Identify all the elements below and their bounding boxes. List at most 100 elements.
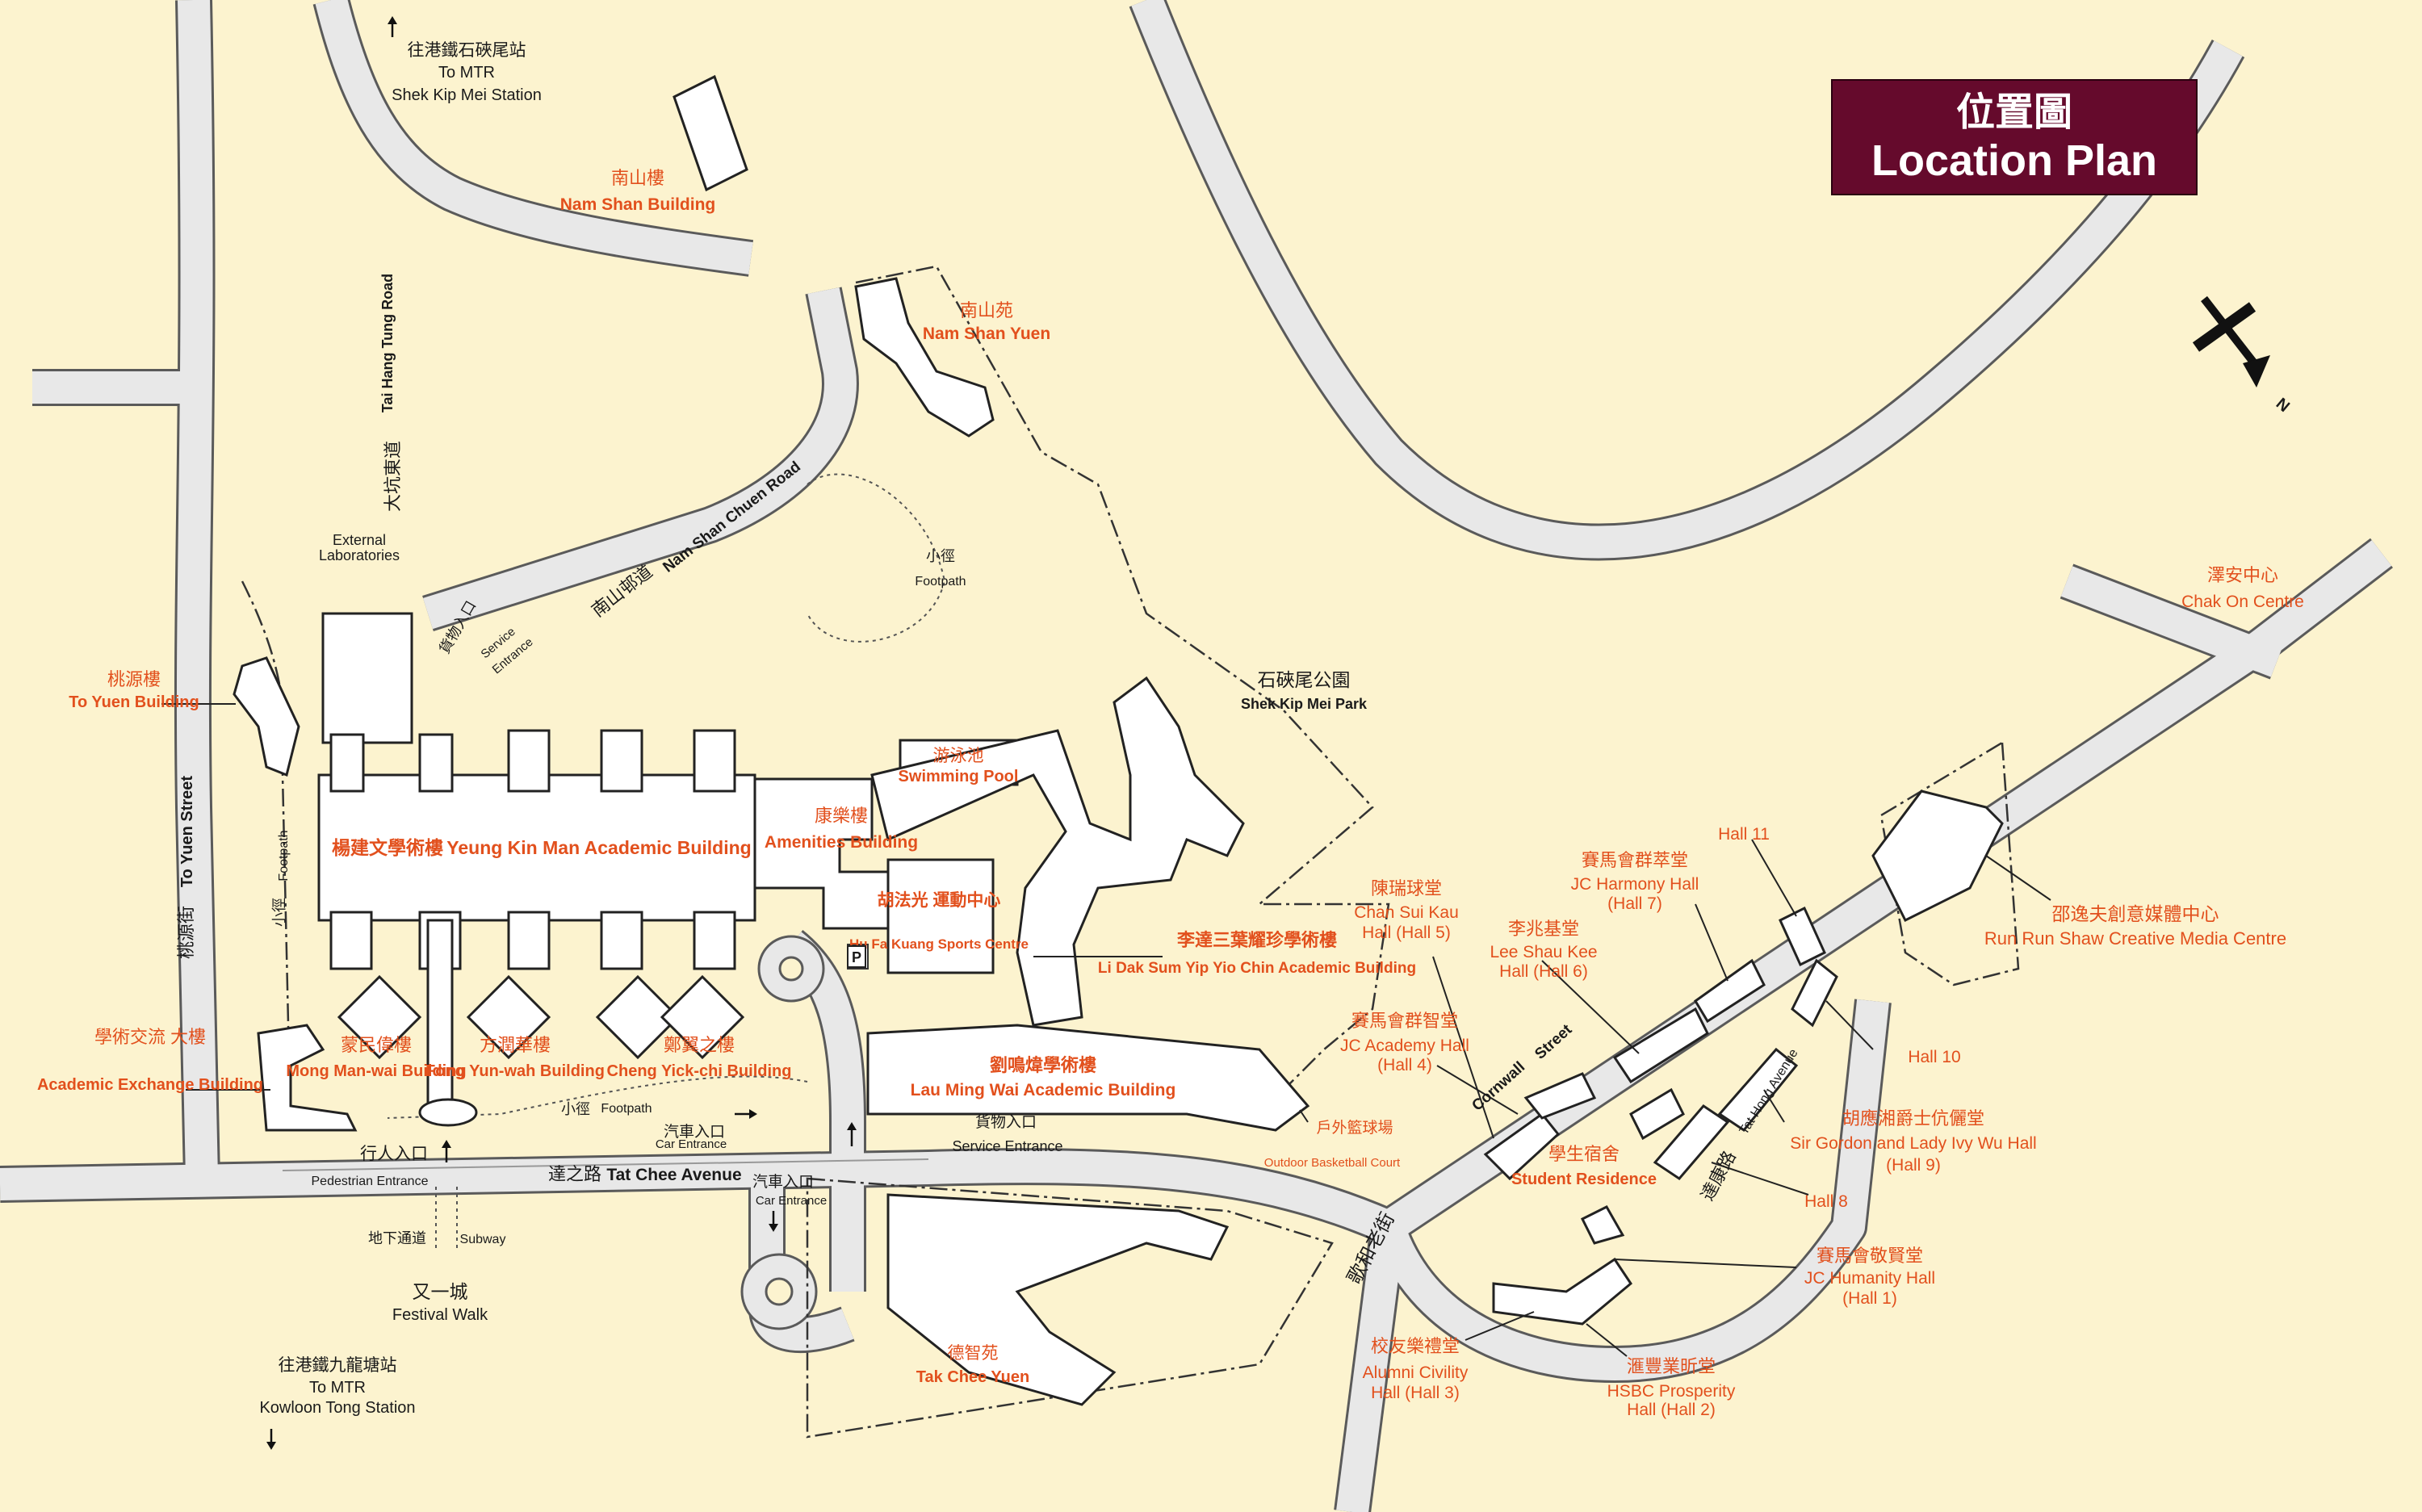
lee-shau-kee-en1: Lee Shau Kee <box>1490 943 1597 961</box>
alumni-civility-en2: Hall (Hall 3) <box>1371 1384 1460 1402</box>
nam-shan-building-zh: 南山樓 <box>611 168 664 188</box>
pedestrian-en: Pedestrian Entrance <box>312 1175 429 1188</box>
mtr-skm-zh: 往港鐵石硤尾站 <box>408 41 526 60</box>
alumni-civility-zh: 校友樂禮堂 <box>1371 1336 1460 1356</box>
tat-chee-zh: 達之路 <box>548 1164 601 1184</box>
car-south-zh: 汽車入口 <box>752 1173 814 1191</box>
hsbc-prosperity-en2: Hall (Hall 2) <box>1627 1401 1716 1419</box>
li-dak-sum-zh: 李達三葉耀珍學術樓 <box>1176 930 1337 950</box>
jc-humanity-en1: JC Humanity Hall <box>1804 1269 1935 1288</box>
tat-chee-en: Tat Chee Avenue <box>606 1166 741 1184</box>
shek-kip-mei-park-zh: 石硤尾公園 <box>1258 669 1351 690</box>
sir-gordon-zh: 胡應湘爵士伉儷堂 <box>1842 1108 1984 1129</box>
pedestrian-zh: 行人入口 <box>360 1145 428 1163</box>
hsbc-prosperity-en1: HSBC Prosperity <box>1607 1382 1736 1401</box>
cheng-yick-chi-en: Cheng Yick-chi Building <box>607 1062 792 1080</box>
chan-sui-kau-zh: 陳瑞球堂 <box>1371 878 1442 898</box>
rrs-creative-media-footprint <box>1871 790 2004 923</box>
li-dak-sum-footprint <box>870 676 1245 1027</box>
rrs-creative-media-zh: 邵逸夫創意媒體中心 <box>2052 903 2219 924</box>
footpath-south-en: Footpath <box>601 1102 652 1116</box>
sir-gordon-en1: Sir Gordon and Lady Ivy Wu Hall <box>1790 1134 2036 1153</box>
hall-footprints <box>1483 906 1838 1326</box>
tai-hang-tung-zh: 大坑東道 <box>383 441 403 512</box>
rrs-creative-media-en: Run Run Shaw Creative Media Centre <box>1984 928 2286 949</box>
title-zh: 位置圖 <box>1955 90 2072 135</box>
to-yuen-zh: 桃源樓 <box>107 669 161 689</box>
academic-exchange-en: Academic Exchange Building <box>37 1076 263 1094</box>
nam-shan-building-en: Nam Shan Building <box>560 195 716 214</box>
nam-shan-yuen-footprint <box>854 277 995 438</box>
academic-exchange-footprint <box>257 1024 358 1132</box>
footpath-west-en: Footpath <box>277 830 291 881</box>
hsbc-prosperity-zh: 滙豐業昕堂 <box>1627 1356 1716 1376</box>
hall11-label: Hall 11 <box>1718 825 1770 844</box>
lau-ming-wai-en: Lau Ming Wai Academic Building <box>911 1081 1176 1099</box>
jc-academy-en1: JC Academy Hall <box>1340 1037 1469 1055</box>
nam-shan-yuen-zh: 南山苑 <box>960 300 1013 320</box>
shek-kip-mei-park-en: Shek Kip Mei Park <box>1241 696 1368 712</box>
swimming-pool-en: Swimming Pool <box>899 768 1019 785</box>
mtr-skm-en2: Shek Kip Mei Station <box>392 86 542 104</box>
hu-fa-kuang-zh: 胡法光 運動中心 <box>878 890 1001 910</box>
to-yuen-street-zh: 桃源街 <box>176 906 196 959</box>
mtr-skm-en1: To MTR <box>438 64 495 82</box>
leader-lines <box>161 703 2051 1357</box>
title-en: Location Plan <box>1871 136 2158 185</box>
mong-man-wai-en: Mong Man-wai Building <box>286 1062 466 1080</box>
jc-harmony-zh: 賽馬會群萃堂 <box>1582 850 1688 870</box>
building-footprints <box>233 74 2004 1406</box>
mtr-kt-zh: 往港鐵九龍塘站 <box>279 1356 397 1375</box>
diamond-buildings <box>337 974 745 1060</box>
lee-shau-kee-en2: Hall (Hall 6) <box>1499 962 1588 981</box>
yeung-kin-man-footprint <box>317 612 756 1127</box>
subway-en: Subway <box>460 1233 506 1246</box>
cheng-yick-chi-zh: 鄭翼之樓 <box>664 1035 735 1055</box>
jc-humanity-zh: 賽馬會敬賢堂 <box>1816 1246 1923 1266</box>
hu-fa-kuang-footprint <box>886 858 995 974</box>
nam-shan-yuen-en: Nam Shan Yuen <box>923 325 1050 343</box>
title-box: 位置圖 Location Plan <box>1831 79 2198 195</box>
footpath-west-zh: 小徑 <box>271 898 287 927</box>
footpath-north-en: Footpath <box>915 575 966 588</box>
mtr-kt-en1: To MTR <box>309 1379 366 1397</box>
student-residence-en: Student Residence <box>1511 1171 1657 1188</box>
jc-academy-en2: (Hall 4) <box>1377 1056 1432 1074</box>
fong-yun-wah-zh: 方潤華樓 <box>480 1035 551 1055</box>
external-labs-en2: Laboratories <box>319 547 400 563</box>
tai-hang-tung-en: Tai Hang Tung Road <box>379 274 396 413</box>
chak-on-en: Chak On Centre <box>2181 593 2304 611</box>
amenities-zh: 康樂樓 <box>815 806 868 826</box>
hall8-label: Hall 8 <box>1804 1192 1848 1211</box>
yeung-kin-man-en: Yeung Kin Man Academic Building <box>446 837 751 858</box>
li-dak-sum-en: Li Dak Sum Yip Yio Chin Academic Buildin… <box>1098 960 1416 977</box>
swimming-pool-zh: 游泳池 <box>933 747 984 765</box>
sir-gordon-en2: (Hall 9) <box>1886 1156 1941 1175</box>
place-labels: 石硤尾公園 Shek Kip Mei Park 又一城 Festival Wal… <box>271 532 1368 1324</box>
car-main-en: Car Entrance <box>656 1137 727 1151</box>
building-labels: 南山樓 Nam Shan Building 南山苑 Nam Shan Yuen … <box>37 168 2304 1386</box>
alumni-civility-en1: Alumni Civility <box>1363 1363 1469 1382</box>
jc-harmony-en2: (Hall 7) <box>1607 894 1662 913</box>
nam-shan-building-footprint <box>673 74 748 192</box>
parking: P <box>847 945 866 968</box>
footpath-south-zh: 小徑 <box>561 1101 590 1117</box>
chak-on-zh: 澤安中心 <box>2207 565 2278 585</box>
jc-harmony-en1: JC Harmony Hall <box>1571 875 1699 894</box>
yeung-kin-man-zh: 楊建文學術樓 <box>332 837 443 858</box>
tak-chee-yuen-zh: 德智苑 <box>948 1344 999 1363</box>
service-main-zh: 貨物入口 <box>975 1113 1037 1131</box>
hall10-label: Hall 10 <box>1908 1048 1960 1066</box>
festival-walk-en: Festival Walk <box>392 1306 488 1324</box>
jc-humanity-en2: (Hall 1) <box>1842 1289 1897 1308</box>
festival-walk-zh: 又一城 <box>413 1281 468 1302</box>
car-south-en: Car Entrance <box>756 1194 827 1208</box>
lau-ming-wai-zh: 劉鳴煒學術樓 <box>990 1055 1096 1075</box>
to-yuen-footprint <box>233 656 300 777</box>
fong-yun-wah-en: Fong Yun-wah Building <box>425 1062 605 1080</box>
outdoor-basketball-zh: 戶外籃球場 <box>1316 1119 1393 1137</box>
tak-chee-yuen-footprint <box>886 1193 1230 1406</box>
car-main-zh: 汽車入口 <box>664 1123 725 1141</box>
